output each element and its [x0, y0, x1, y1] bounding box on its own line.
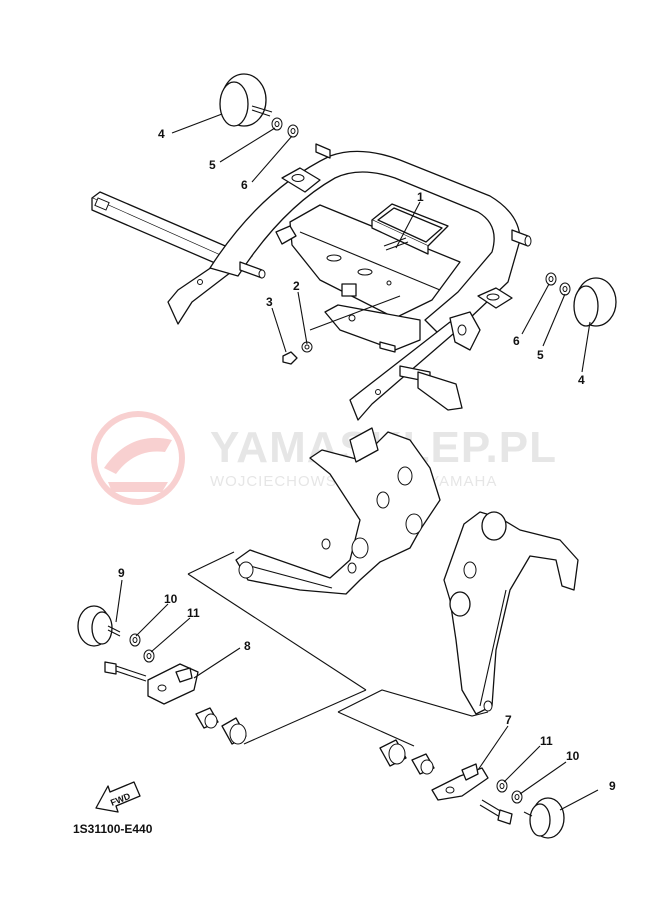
callout-3: 3	[266, 295, 273, 309]
callout-4-right: 4	[578, 373, 585, 387]
lower-right-hardware	[379, 739, 565, 839]
callout-1: 1	[417, 190, 424, 204]
fwd-arrow: FWD	[95, 781, 141, 813]
callout-9-left: 9	[118, 566, 125, 580]
callout-2: 2	[293, 279, 300, 293]
part-1-pad	[371, 203, 449, 255]
diagram-code: 1S31100-E440	[73, 822, 153, 836]
left-mount-bracket	[235, 427, 441, 595]
callout-5-left: 5	[209, 158, 216, 172]
callout-5-right: 5	[537, 348, 544, 362]
callout-11-right: 11	[540, 734, 553, 748]
callout-9-right: 9	[609, 779, 616, 793]
grouping-lines	[187, 551, 489, 747]
callout-6-left: 6	[241, 178, 248, 192]
callout-numbers: 1 2 3 4 4 5 5 6 6 7 8 9 9 10 10 11 11	[118, 127, 616, 793]
nut-and-washer	[282, 341, 313, 365]
lower-left-hardware	[77, 605, 247, 745]
callout-11-left: 11	[187, 606, 200, 620]
leader-lines	[115, 113, 599, 811]
callout-8: 8	[244, 639, 251, 653]
callout-6-right: 6	[513, 334, 520, 348]
right-end-cap-assembly	[545, 272, 617, 327]
left-end-cap-assembly	[219, 73, 299, 138]
callout-7: 7	[505, 713, 512, 727]
callout-10-left: 10	[164, 592, 178, 606]
watermark-logo	[91, 411, 185, 505]
callout-4-left: 4	[158, 127, 165, 141]
upper-steering-frame	[91, 143, 532, 421]
right-mount-bracket	[443, 511, 579, 715]
callout-10-right: 10	[566, 749, 580, 763]
